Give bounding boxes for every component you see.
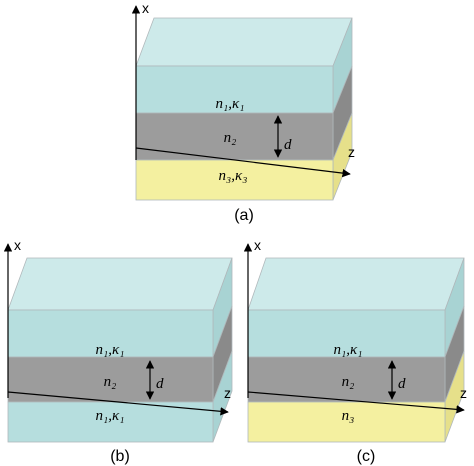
figure-b: x z n₁,κ₁ n₂ d n₁,κ₁ (b) (3, 237, 233, 465)
x-axis-label: x (14, 237, 21, 253)
layer-cover (7, 257, 233, 358)
thickness-label: d (398, 376, 406, 392)
z-axis (7, 391, 229, 416)
layer-cover-front-face (135, 65, 334, 114)
figure-caption: (c) (357, 448, 376, 465)
x-axis-label: x (142, 0, 149, 16)
layer-cover-label: n₁,κ₁ (216, 96, 245, 112)
layer-cover (135, 17, 353, 114)
layer-substrate-front-face (135, 159, 334, 201)
thickness-label: d (284, 137, 292, 153)
layer-substrate-front-face (247, 401, 446, 443)
figure-a: x z n₁,κ₁ n₂ d n₃,κ₃ (a) (131, 0, 355, 224)
layer-cover-label: n₁,κ₁ (96, 342, 125, 358)
layer-film-label: n₂ (224, 130, 237, 146)
figure-caption: (b) (110, 448, 130, 465)
layer-cover-front-face (247, 309, 446, 358)
layer-cover-top-face (135, 17, 353, 67)
layer-cover-top-face (247, 257, 465, 311)
figure-caption: (a) (234, 207, 254, 224)
z-axis-label: z (460, 385, 467, 401)
layer-film-label: n₂ (342, 374, 355, 390)
z-axis-label: z (348, 144, 355, 160)
z-axis (247, 391, 465, 414)
layer-film-label: n₂ (104, 374, 117, 390)
z-axis-label: z (224, 385, 231, 401)
layer-substrate-label: n₃,κ₃ (219, 168, 248, 184)
layer-cover-top-face (7, 257, 233, 311)
layer-substrate-label: n₁,κ₁ (96, 408, 125, 424)
z-axis (135, 147, 351, 178)
layer-cover-label: n₁,κ₁ (334, 342, 363, 358)
layer-cover (247, 257, 465, 358)
thickness-label: d (156, 376, 164, 392)
layer-substrate-label: n₃ (342, 408, 355, 424)
figure-c: x z n₁,κ₁ n₂ d n₃ (c) (243, 237, 467, 465)
layer-substrate (7, 350, 233, 443)
x-axis-label: x (254, 237, 261, 253)
layer-substrate (135, 112, 353, 201)
layer-substrate (247, 350, 465, 443)
layer-substrate-front-face (7, 401, 214, 443)
